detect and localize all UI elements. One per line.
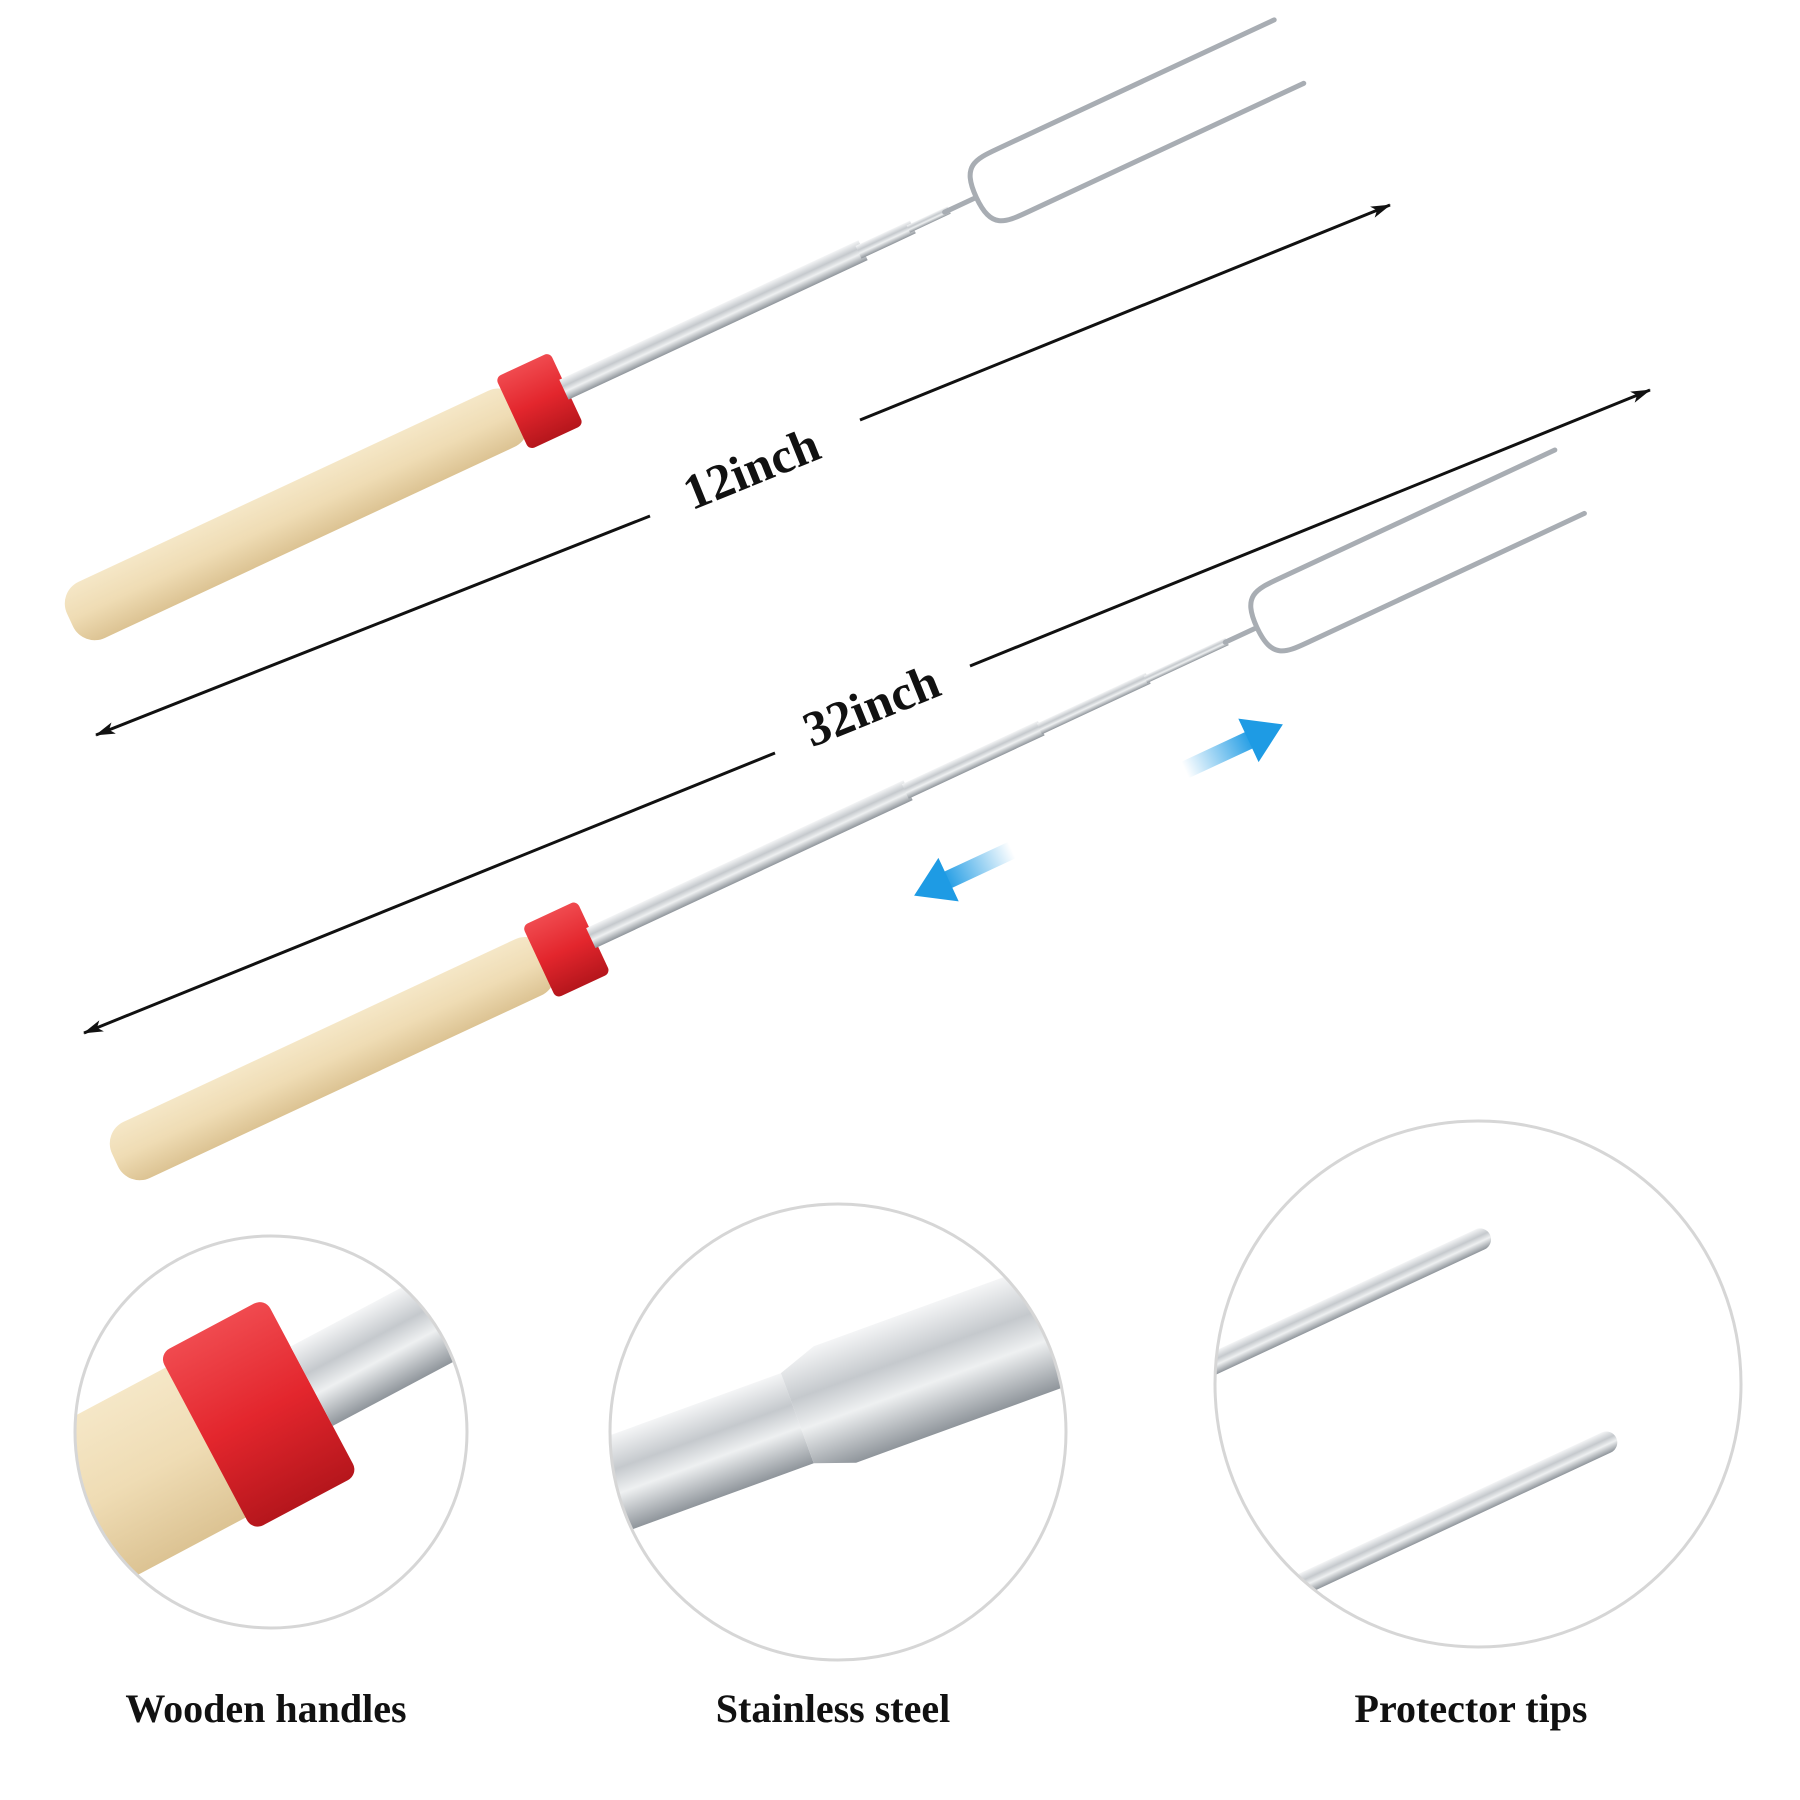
wooden-handle bbox=[109, 936, 556, 1181]
extend-arrow-icon bbox=[1181, 718, 1283, 779]
protector-tips-closeup bbox=[1213, 1119, 1743, 1649]
long-fork bbox=[109, 447, 1587, 1181]
red-cap bbox=[524, 902, 609, 997]
feature-label-protector-tips: Protector tips bbox=[1354, 1686, 1588, 1731]
feature-label-stainless-steel: Stainless steel bbox=[715, 1686, 951, 1731]
fork-prongs bbox=[1222, 447, 1587, 654]
telescopic-rod bbox=[559, 240, 868, 400]
dimension-label-long: 32inch bbox=[795, 653, 948, 758]
dimension-arrow-right bbox=[859, 203, 1391, 422]
dimension-arrow-left bbox=[83, 751, 776, 1035]
telescopic-rod bbox=[586, 780, 913, 949]
stainless-steel-closeup bbox=[608, 1202, 1068, 1662]
wooden-handle-closeup bbox=[73, 1234, 469, 1630]
short-fork bbox=[64, 17, 1307, 641]
dimension-label-short: 12inch bbox=[675, 416, 828, 521]
wooden-handle bbox=[64, 388, 529, 641]
retract-arrow-icon bbox=[914, 841, 1016, 902]
dimension-arrow-left bbox=[95, 514, 651, 737]
fork-prongs bbox=[942, 17, 1307, 224]
feature-label-wooden-handles: Wooden handles bbox=[125, 1686, 407, 1731]
dimension-arrow-right bbox=[969, 388, 1651, 668]
red-cap bbox=[497, 354, 582, 449]
